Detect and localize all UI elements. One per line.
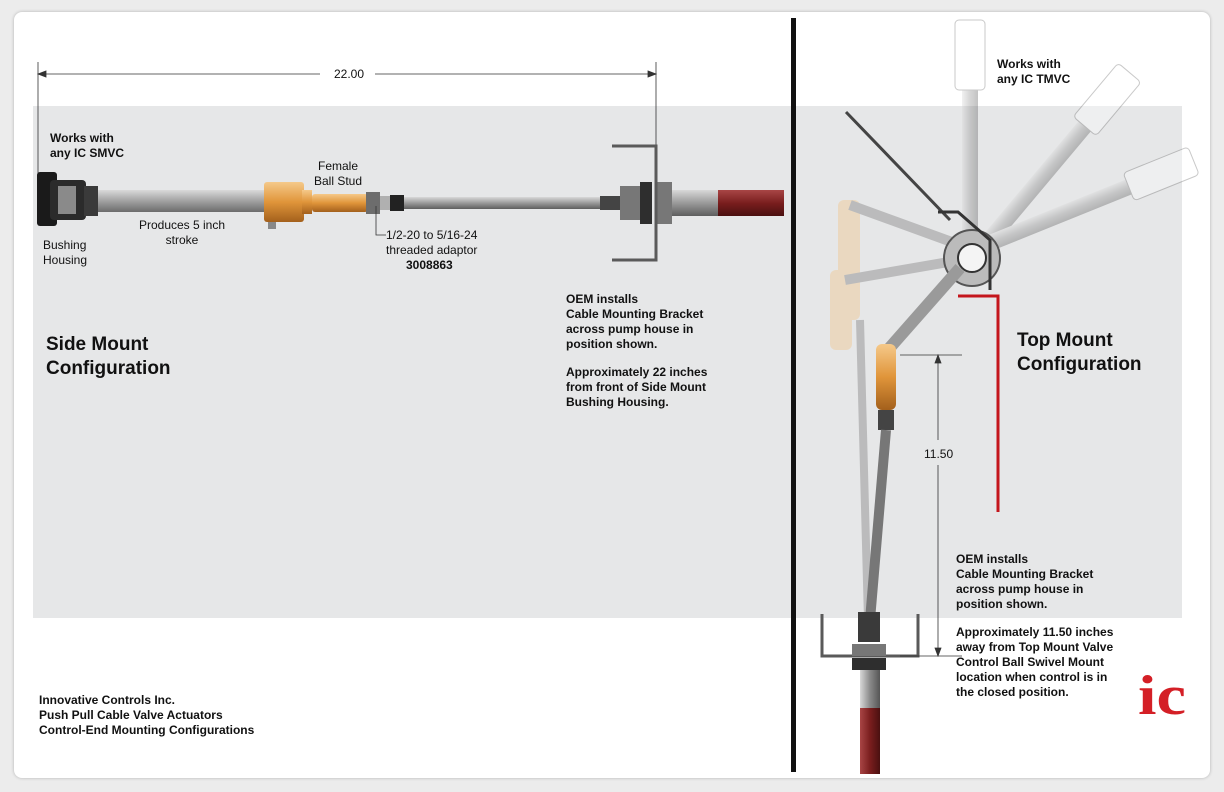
top-approx-line-4: location when control is in <box>956 670 1108 684</box>
side-dimension-label: 22.00 <box>330 67 369 81</box>
top-linkage-arm <box>881 264 965 356</box>
top-ball-stud <box>876 344 896 430</box>
side-oem-line-4: position shown. <box>566 337 658 351</box>
top-mount-title-2: Configuration <box>1017 354 1142 375</box>
top-oem-line-4: position shown. <box>956 597 1048 611</box>
top-ghost-linkages <box>830 200 962 621</box>
top-works-with-line-1: Works with <box>997 57 1061 71</box>
side-approx-line-3: Bushing Housing. <box>566 395 669 409</box>
stroke-label-2: stroke <box>165 233 199 247</box>
bushing-label-2: Housing <box>43 253 88 267</box>
top-bulkhead-fitting <box>852 612 886 710</box>
footer-document-title: Control-End Mounting Configurations <box>39 723 255 737</box>
side-oem-line-2: Cable Mounting Bracket <box>566 307 704 321</box>
adaptor-part-number: 3008863 <box>406 258 453 272</box>
top-oem-line-1: OEM installs <box>956 552 1029 566</box>
top-cable-jacket <box>860 708 880 774</box>
side-works-with-line-2: any IC SMVC <box>50 146 125 160</box>
footer-product-line: Push Pull Cable Valve Actuators <box>39 708 223 722</box>
top-ghost-positions <box>954 19 1199 253</box>
top-oem-line-3: across pump house in <box>956 582 1084 596</box>
side-works-with-line-1: Works with <box>50 131 114 145</box>
side-oem-line-1: OEM installs <box>566 292 639 306</box>
bushing-label-1: Bushing <box>43 238 87 252</box>
female-ball-stud <box>264 182 368 229</box>
side-cable-mounting-bracket <box>612 144 658 262</box>
leader-lines <box>375 206 386 236</box>
top-push-rod <box>865 429 891 621</box>
adaptor-label-1: 1/2-20 to 5/16-24 <box>386 228 478 242</box>
adaptor-label-2: threaded adaptor <box>386 243 478 257</box>
footer-company: Innovative Controls Inc. <box>39 693 176 707</box>
top-works-with-line-2: any IC TMVC <box>997 72 1071 86</box>
side-push-rod <box>404 197 604 209</box>
pump-house-indicator-rod <box>844 110 952 222</box>
top-mount-title-1: Top Mount <box>1017 330 1113 351</box>
top-approx-line-1: Approximately 11.50 inches <box>956 625 1114 639</box>
stroke-label-1: Produces 5 inch <box>138 218 226 232</box>
ic-logo: ic <box>1138 665 1186 718</box>
side-cable-sheath <box>98 190 266 212</box>
ic-logo-text: ic <box>1138 665 1186 718</box>
female-ball-stud-label-1: Female <box>317 159 358 173</box>
threaded-adaptor <box>366 192 404 214</box>
top-approx-line-2: away from Top Mount Valve <box>956 640 1114 654</box>
side-mount-title-2: Configuration <box>46 358 171 379</box>
female-ball-stud-label-2: Ball Stud <box>313 174 363 188</box>
pump-house-wall <box>958 294 1000 512</box>
side-mount-title-1: Side Mount <box>46 334 149 355</box>
top-approx-line-5: the closed position. <box>956 685 1069 699</box>
top-dimension-label: 11.50 <box>924 447 954 461</box>
top-dimension-line <box>900 353 962 658</box>
side-dimension-line <box>36 62 658 200</box>
bushing-housing <box>37 172 98 226</box>
side-bulkhead-fitting <box>600 182 718 224</box>
section-divider <box>791 18 796 772</box>
top-approx-line-3: Control Ball Swivel Mount <box>956 655 1105 669</box>
side-cable-jacket <box>718 190 784 216</box>
top-oem-line-2: Cable Mounting Bracket <box>956 567 1094 581</box>
side-oem-line-3: across pump house in <box>566 322 694 336</box>
side-approx-line-1: Approximately 22 inches <box>566 365 708 379</box>
side-approx-line-2: from front of Side Mount <box>566 380 706 394</box>
